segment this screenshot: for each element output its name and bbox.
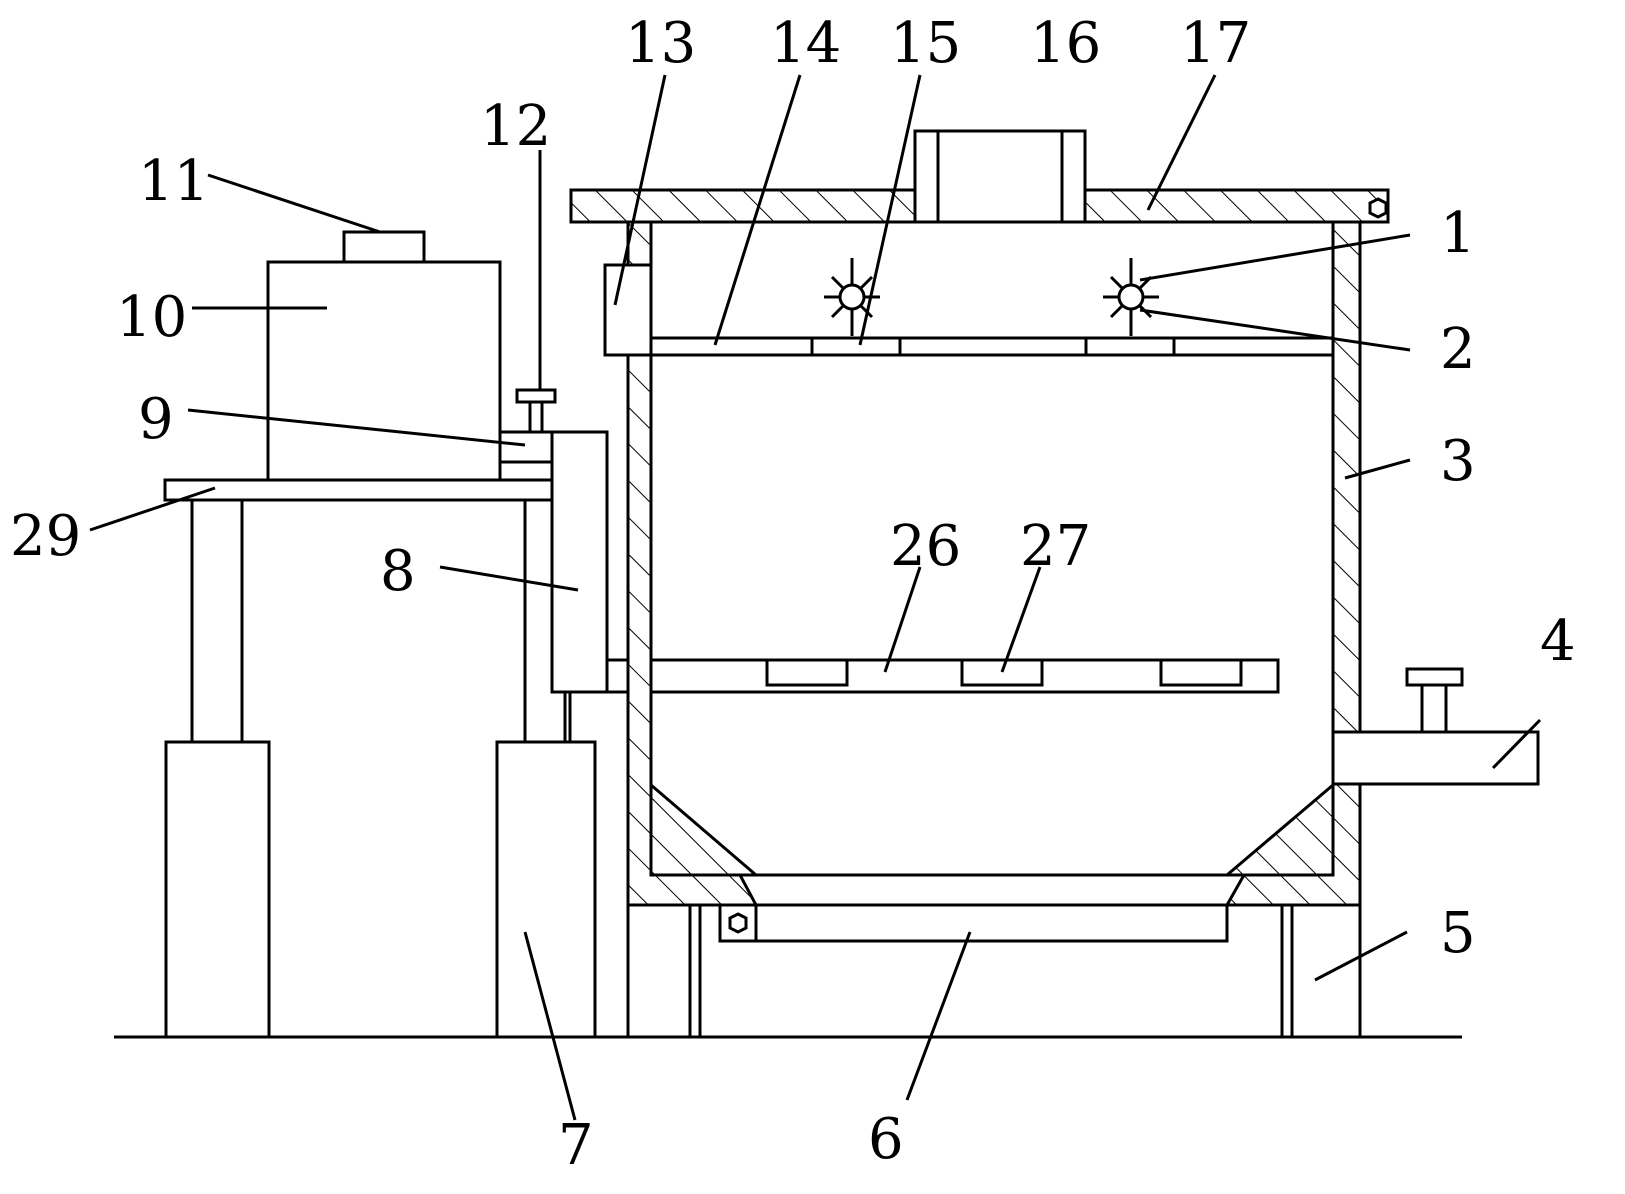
tray-slot-c (1159, 658, 1243, 687)
tray-slot-a (765, 658, 849, 687)
stand-leg-left (190, 498, 244, 744)
label-4: 4 (1540, 609, 1576, 674)
label-16: 16 (1030, 11, 1101, 76)
label-26: 26 (890, 514, 961, 579)
screen-plate (649, 336, 1335, 357)
label-13: 13 (625, 11, 696, 76)
label-15: 15 (890, 11, 961, 76)
label-2: 2 (1440, 317, 1476, 382)
funnel-left (649, 781, 761, 877)
label-10: 10 (116, 285, 187, 350)
label-5: 5 (1440, 901, 1476, 966)
outlet-valve-stem (1420, 681, 1448, 734)
motor-16 (913, 129, 1087, 224)
nozzle-left (824, 258, 880, 336)
screen-slot-a (810, 336, 902, 357)
label-12: 12 (480, 94, 551, 159)
tank-cap (342, 230, 426, 264)
outlet-pipe (1331, 730, 1540, 786)
label-6: 6 (868, 1107, 904, 1172)
main-box (626, 220, 1362, 907)
lid-hinge-bolt (1368, 197, 1388, 219)
nozzle-right (1103, 258, 1159, 336)
label-9: 9 (138, 387, 174, 452)
label-14: 14 (770, 11, 841, 76)
stand-column-left (164, 740, 271, 1039)
drawer-knob-bolt (728, 912, 748, 934)
stand-column-right (495, 740, 597, 1039)
tray-slot-b (960, 658, 1044, 687)
leg-right (1280, 903, 1294, 1039)
label-29: 29 (10, 504, 81, 569)
outlet-valve-handle (1405, 667, 1464, 687)
collection-drawer (718, 903, 1229, 943)
valve-handle (515, 388, 557, 404)
screen-slot-b (1084, 336, 1176, 357)
funnel-right (1222, 781, 1335, 877)
label-3: 3 (1440, 429, 1476, 494)
support-platform (163, 478, 562, 502)
label-17: 17 (1180, 11, 1251, 76)
left-stand (163, 478, 597, 1039)
side-bracket-13 (603, 263, 653, 357)
label-8: 8 (380, 539, 416, 604)
label-1: 1 (1440, 201, 1476, 266)
leader-lines (89, 74, 1542, 1121)
connecting-pipe (498, 430, 554, 464)
leg-left (688, 903, 702, 1039)
pump-housing (550, 430, 609, 694)
label-27: 27 (1020, 514, 1091, 579)
water-tank (266, 260, 502, 482)
valve-stem (528, 400, 544, 434)
label-7: 7 (558, 1113, 594, 1178)
label-11: 11 (138, 149, 209, 214)
